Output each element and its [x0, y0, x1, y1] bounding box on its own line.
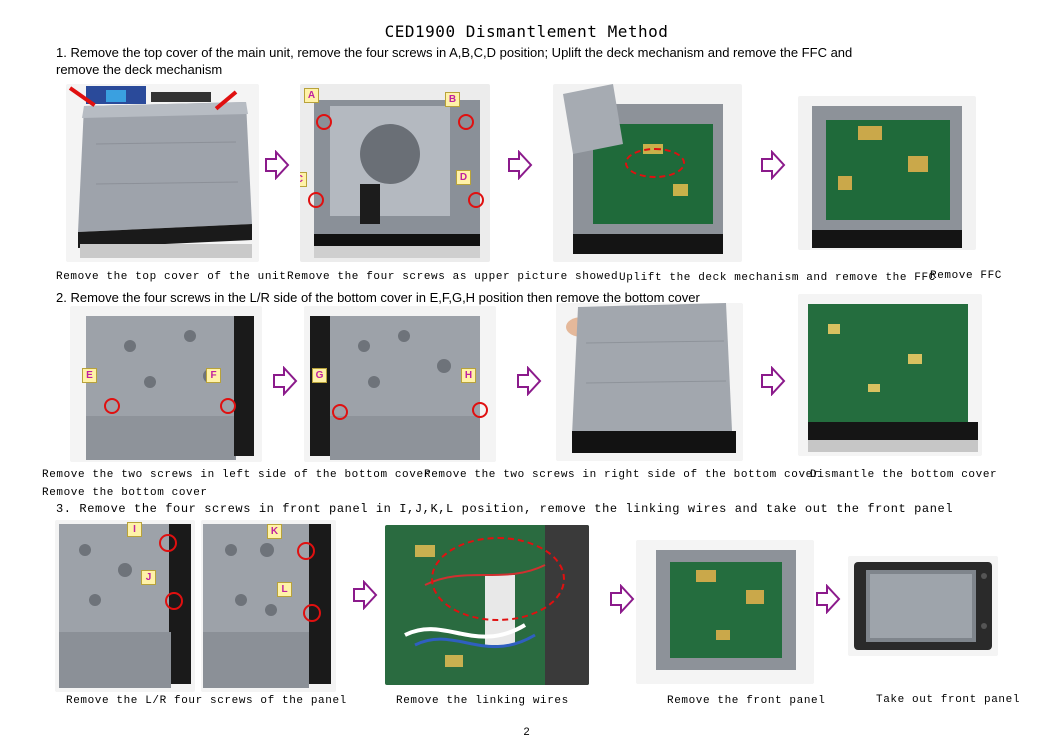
screw-marker-h [472, 402, 488, 418]
screw-marker-c [308, 192, 324, 208]
step1-line1: 1. Remove the top cover of the main unit… [56, 45, 853, 60]
screw-marker-a [316, 114, 332, 130]
photo-front-panel [848, 556, 998, 656]
photo-linking-wires [385, 525, 589, 685]
caption-3-4: Take out front panel [876, 694, 1021, 706]
next-step-arrow-icon [352, 579, 378, 611]
step3-line1: 3. Remove the four screws in front panel… [56, 502, 954, 516]
screw-label-j: J [141, 570, 156, 585]
screw-label-e: E [82, 368, 97, 383]
photo-bottom-cover [556, 303, 743, 461]
screw-label-k: K [267, 524, 282, 539]
next-step-arrow-icon [815, 583, 841, 615]
caption-2-3: Dismantle the bottom cover [810, 469, 998, 481]
next-step-arrow-icon [507, 149, 533, 181]
screw-marker-g [332, 404, 348, 420]
screw-marker-l [303, 604, 321, 622]
photo-remove-front-panel [636, 540, 814, 684]
caption-1-2: Remove the four screws as upper picture … [287, 271, 619, 283]
screw-label-c: C [300, 172, 307, 187]
photo-four-screws: A B C D [300, 84, 490, 262]
caption-2-extra: Remove the bottom cover [42, 487, 208, 499]
ffc-marker [625, 148, 685, 178]
screw-marker-b [458, 114, 474, 130]
screw-marker-j [165, 592, 183, 610]
screw-label-i: I [127, 522, 142, 537]
wires-marker [431, 537, 565, 621]
page-number: 2 [523, 726, 530, 738]
screw-label-l: L [277, 582, 292, 597]
photo-panel-screws-right: K L [201, 520, 336, 692]
screw-label-h: H [461, 368, 476, 383]
caption-2-1: Remove the two screws in left side of th… [42, 469, 431, 481]
screw-marker-d [468, 192, 484, 208]
screw-label-a: A [304, 88, 319, 103]
screw-marker-f [220, 398, 236, 414]
step1-line2: remove the deck mechanism [56, 62, 223, 77]
photo-panel-screws-left: I J [55, 520, 195, 692]
step2-line1: 2. Remove the four screws in the L/R sid… [56, 290, 700, 305]
caption-3-1: Remove the L/R four screws of the panel [66, 695, 347, 707]
next-step-arrow-icon [760, 365, 786, 397]
photo-remove-ffc [798, 96, 976, 250]
screw-label-d: D [456, 170, 471, 185]
screw-label-g: G [312, 368, 327, 383]
caption-1-3: Uplift the deck mechanism and remove the… [619, 272, 936, 284]
page-title: CED1900 Dismantlement Method [384, 22, 669, 41]
screw-marker-e [104, 398, 120, 414]
photo-uplift-deck [553, 84, 742, 262]
photo-dismantled [798, 294, 982, 456]
screw-marker-i [159, 534, 177, 552]
caption-1-1: Remove the top cover of the unit [56, 271, 287, 283]
caption-2-2: Remove the two screws in right side of t… [424, 469, 821, 481]
next-step-arrow-icon [272, 365, 298, 397]
photo-top-cover [66, 84, 259, 262]
next-step-arrow-icon [609, 583, 635, 615]
caption-3-3: Remove the front panel [667, 695, 826, 707]
photo-left-side-screws: E F [70, 306, 262, 462]
photo-right-side-screws: G H [304, 306, 496, 462]
next-step-arrow-icon [760, 149, 786, 181]
screw-marker-k [297, 542, 315, 560]
screw-label-b: B [445, 92, 460, 107]
screw-label-f: F [206, 368, 221, 383]
next-step-arrow-icon [264, 149, 290, 181]
next-step-arrow-icon [516, 365, 542, 397]
caption-3-2: Remove the linking wires [396, 695, 569, 707]
caption-1-4: Remove FFC [930, 270, 1003, 282]
